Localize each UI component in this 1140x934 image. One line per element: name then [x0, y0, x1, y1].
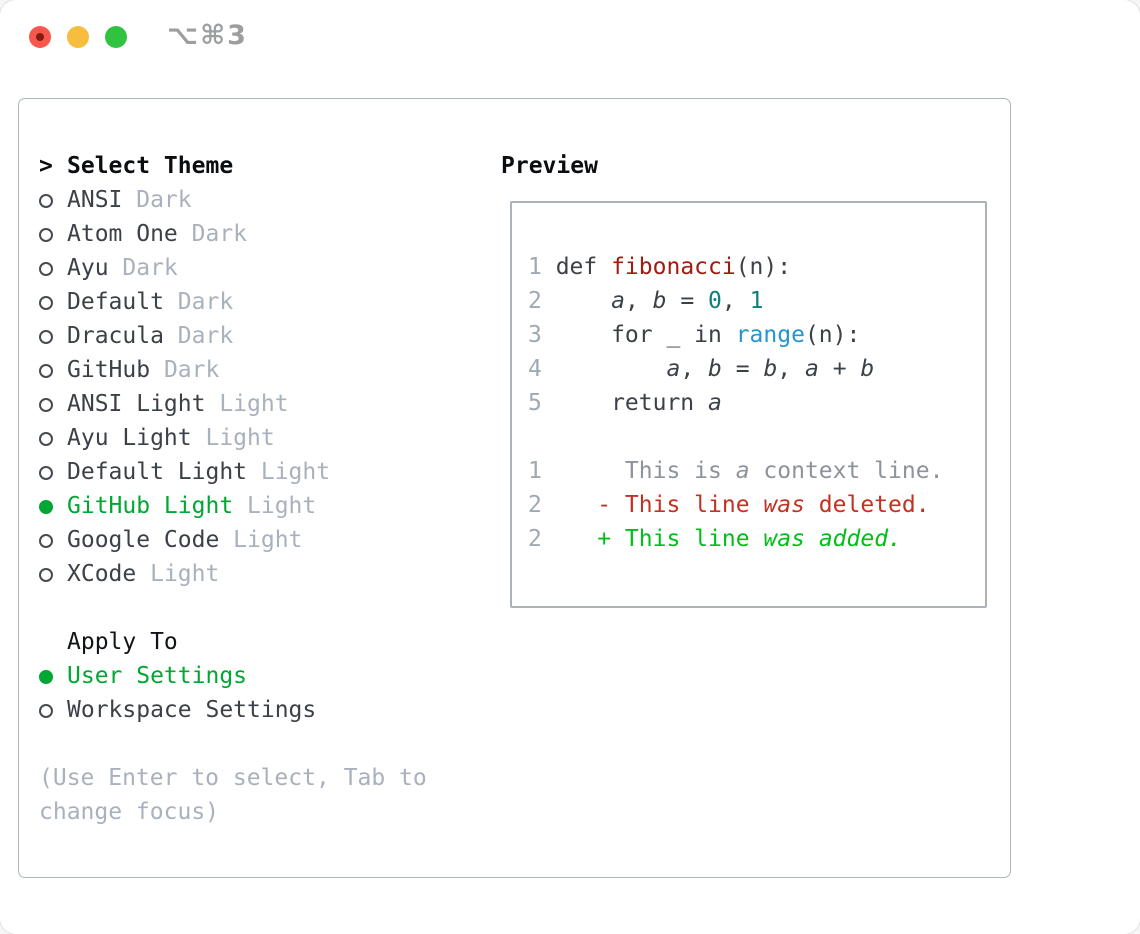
- radio-icon: [39, 296, 53, 310]
- code-line: 3 for _ in range(n):: [528, 318, 985, 352]
- radio-icon: [39, 568, 53, 582]
- line-number: 2: [528, 526, 542, 552]
- code-blank-line: [528, 420, 985, 454]
- option-label: GitHub Light: [67, 493, 234, 519]
- line-number: 2: [528, 492, 542, 518]
- option-label: Workspace Settings: [67, 697, 317, 723]
- radio-icon: [39, 466, 53, 480]
- apply-to-header: Apply To: [39, 625, 489, 659]
- close-dot-icon: [36, 33, 44, 41]
- theme-option-default[interactable]: Default Dark: [39, 285, 489, 319]
- option-label: Ayu: [67, 255, 109, 281]
- window-title-shortcut: ⌥⌘3: [167, 20, 248, 51]
- theme-option-ansi-light[interactable]: ANSI Light Light: [39, 387, 489, 421]
- theme-option-dracula[interactable]: Dracula Dark: [39, 319, 489, 353]
- close-button[interactable]: [29, 26, 51, 48]
- radio-icon: [39, 364, 53, 378]
- apply-option-user-settings[interactable]: User Settings: [39, 659, 489, 693]
- help-text-line2: change focus): [39, 799, 220, 825]
- code-line: 4 a, b = b, a + b: [528, 352, 985, 386]
- option-label: GitHub: [67, 357, 151, 383]
- preview-title: Preview: [501, 153, 598, 179]
- radio-icon: [39, 228, 53, 242]
- option-variant-tag: Dark: [191, 221, 248, 247]
- code-line: 5 return a: [528, 386, 985, 420]
- theme-option-google-code[interactable]: Google Code Light: [39, 523, 489, 557]
- option-label: ANSI: [67, 187, 123, 213]
- option-variant-tag: Dark: [136, 187, 192, 213]
- radio-icon: [39, 432, 53, 446]
- option-variant-tag: Dark: [177, 323, 234, 349]
- select-theme-title: Select Theme: [67, 153, 234, 179]
- option-label: ANSI Light: [67, 391, 206, 417]
- option-variant-tag: Light: [205, 425, 275, 451]
- option-variant-tag: Light: [219, 391, 289, 417]
- radio-icon: [39, 330, 53, 344]
- radio-selected-icon: [39, 500, 53, 514]
- option-label: User Settings: [67, 663, 248, 689]
- theme-option-atom-one[interactable]: Atom One Dark: [39, 217, 489, 251]
- code-line: 1 This is a context line.: [528, 454, 985, 488]
- zoom-button[interactable]: [105, 26, 127, 48]
- line-number: 1: [528, 254, 542, 280]
- theme-option-ayu-light[interactable]: Ayu Light Light: [39, 421, 489, 455]
- spacer-row: [39, 727, 489, 761]
- theme-option-ansi[interactable]: ANSI Dark: [39, 183, 489, 217]
- option-label: Google Code: [67, 527, 220, 553]
- cursor-icon: >: [39, 153, 53, 179]
- help-text-line1: (Use Enter to select, Tab to: [39, 765, 427, 791]
- radio-icon: [39, 704, 53, 718]
- option-variant-tag: Light: [247, 493, 317, 519]
- line-number: 2: [528, 288, 542, 314]
- theme-option-github[interactable]: GitHub Dark: [39, 353, 489, 387]
- code-line: 2 a, b = 0, 1: [528, 284, 985, 318]
- radio-icon: [39, 534, 53, 548]
- radio-icon: [39, 262, 53, 276]
- option-label: XCode: [67, 561, 137, 587]
- line-number: 1: [528, 458, 542, 484]
- option-variant-tag: Light: [233, 527, 303, 553]
- option-variant-tag: Light: [260, 459, 331, 485]
- theme-option-xcode[interactable]: XCode Light: [39, 557, 489, 591]
- line-number: 4: [528, 356, 542, 382]
- line-number: 3: [528, 322, 542, 348]
- option-label: Ayu Light: [67, 425, 192, 451]
- radio-icon: [39, 398, 53, 412]
- option-label: Default: [67, 289, 164, 315]
- line-number: 5: [528, 390, 542, 416]
- minimize-button[interactable]: [67, 26, 89, 48]
- code-line: 2 - This line was deleted.: [528, 488, 985, 522]
- option-label: Atom One: [67, 221, 178, 247]
- traffic-lights: [29, 26, 127, 48]
- theme-option-github-light[interactable]: GitHub Light Light: [39, 489, 489, 523]
- option-variant-tag: Dark: [163, 357, 220, 383]
- radio-selected-icon: [39, 670, 53, 684]
- theme-option-default-light[interactable]: Default Light Light: [39, 455, 489, 489]
- option-label: Default Light: [67, 459, 248, 485]
- option-variant-tag: Light: [150, 561, 220, 587]
- apply-option-workspace-settings[interactable]: Workspace Settings: [39, 693, 489, 727]
- spacer-row: [39, 591, 489, 625]
- select-theme-header: > Select Theme: [39, 149, 489, 183]
- theme-option-ayu[interactable]: Ayu Dark: [39, 251, 489, 285]
- code-line: 2 + This line was added.: [528, 522, 985, 556]
- option-variant-tag: Dark: [177, 289, 234, 315]
- radio-icon: [39, 194, 53, 208]
- option-label: Dracula: [67, 323, 164, 349]
- apply-to-title: Apply To: [67, 629, 178, 655]
- option-variant-tag: Dark: [122, 255, 178, 281]
